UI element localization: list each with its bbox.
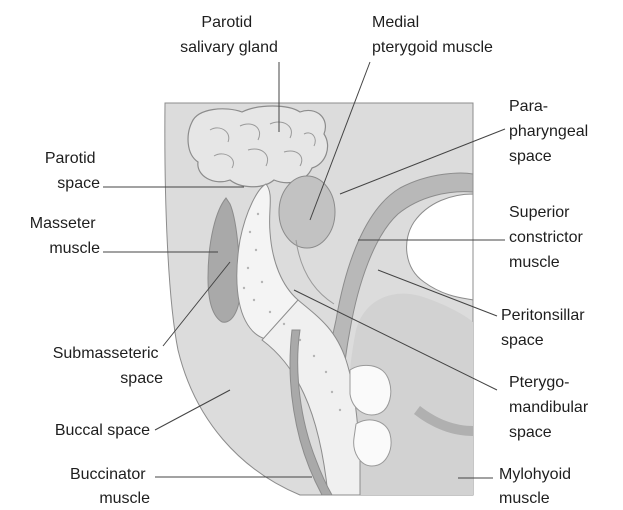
label-pterygomandibular: Pterygo- mandibular space bbox=[509, 374, 593, 441]
tissue-section bbox=[165, 103, 473, 495]
label-superior-constrictor: Superior constrictor muscle bbox=[509, 204, 587, 271]
label-buccal-space: Buccal space bbox=[55, 422, 150, 439]
label-buccinator: Buccinator muscle bbox=[70, 466, 150, 507]
label-submasseteric: Submasseteric space bbox=[53, 345, 163, 387]
medial-pterygoid-shape bbox=[279, 176, 335, 248]
label-parotid-gland: Parotid salivary gland bbox=[180, 14, 278, 56]
label-masseter: Masseter muscle bbox=[30, 215, 100, 257]
label-mylohyoid: Mylohyoid muscle bbox=[499, 466, 575, 507]
label-peritonsillar: Peritonsillar space bbox=[501, 307, 589, 349]
label-medial-pterygoid: Medial pterygoid muscle bbox=[372, 14, 493, 56]
parotid-gland-shape bbox=[188, 106, 328, 187]
label-parapharyngeal: Para- pharyngeal space bbox=[509, 98, 593, 165]
label-parotid-space: Parotid space bbox=[45, 150, 100, 192]
